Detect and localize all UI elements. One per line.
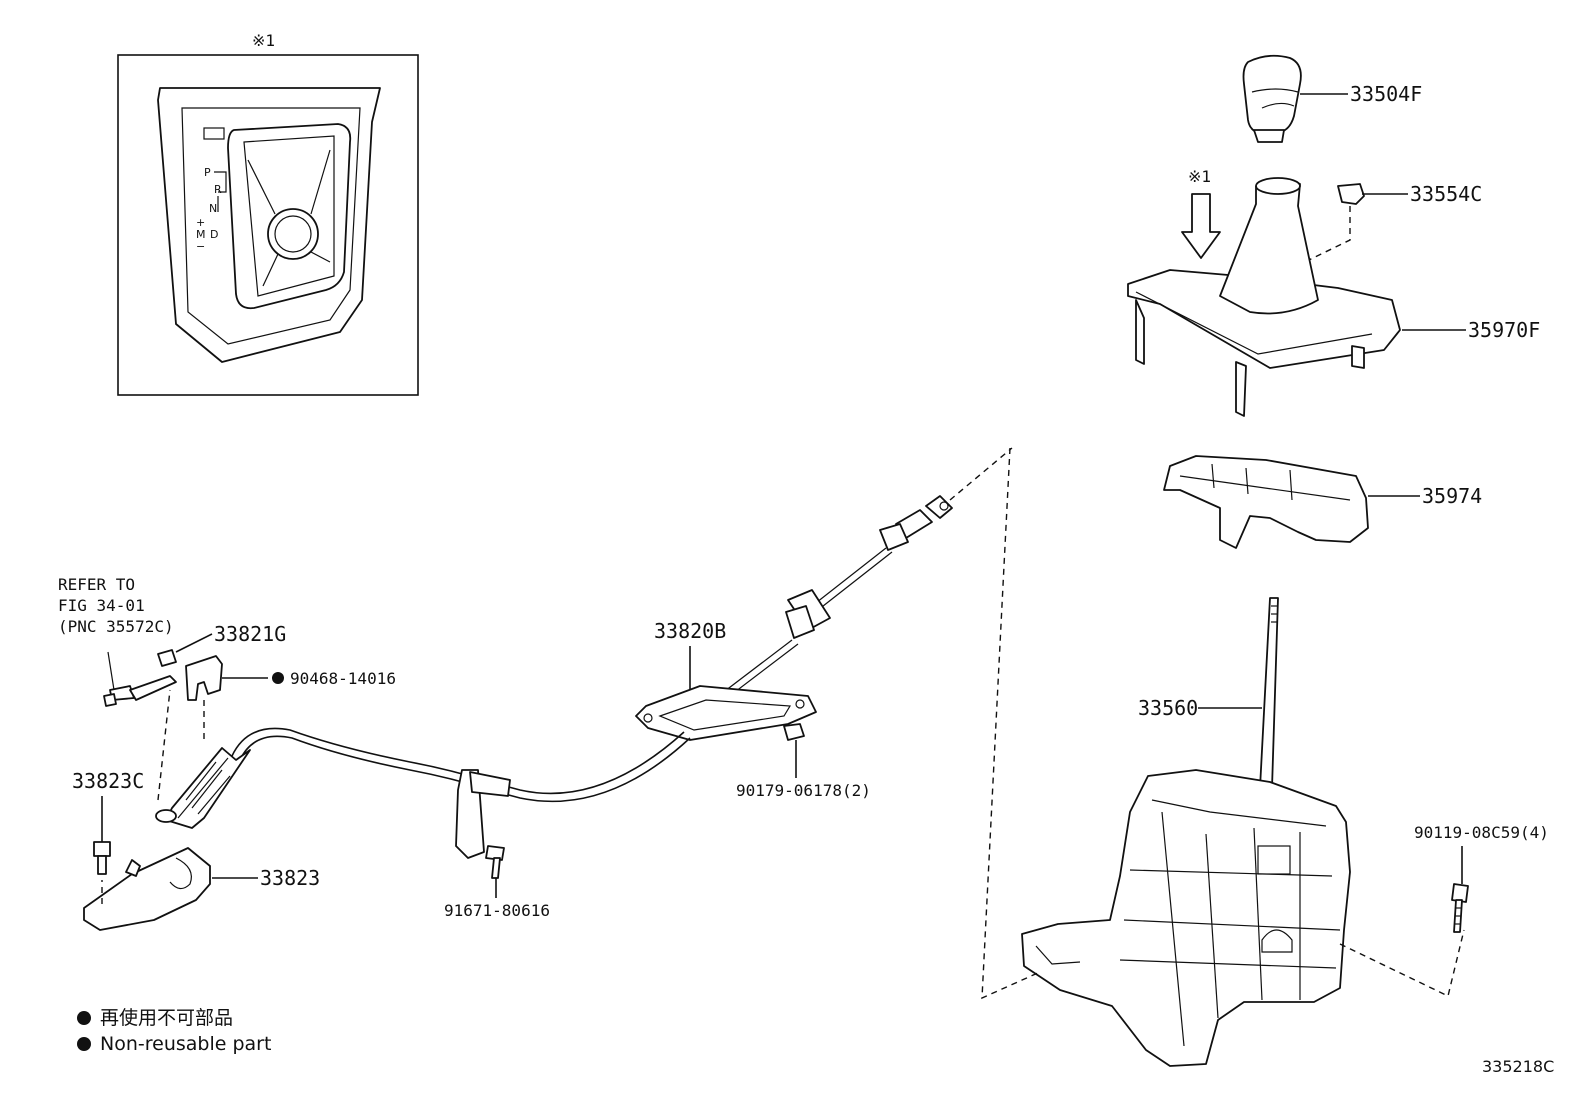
clip-part: 33554C [1259, 182, 1482, 319]
refer-line-1: REFER TO [58, 575, 135, 594]
label-35970f: 35970F [1468, 318, 1540, 342]
view-arrow: ※1 [1181, 167, 1221, 259]
shift-cable: 33820B [231, 447, 1013, 859]
label-marker-arrow: ※1 [1188, 167, 1211, 186]
label-33823: 33823 [260, 866, 320, 890]
gate-letter-minus: − [196, 240, 205, 253]
inset-indicator-window [203, 127, 225, 140]
label-33821g: 33821G [214, 622, 286, 646]
refer-line-2: FIG 34-01 [58, 596, 145, 615]
legend: 再使用不可部品 Non-reusable part [77, 1007, 271, 1055]
legend-item-en: Non-reusable part [100, 1033, 271, 1055]
label-90119-08c59: 90119-08C59(4) [1414, 823, 1549, 842]
gate-letter-n: N [209, 202, 217, 215]
nonreusable-dot-icon [272, 672, 284, 684]
label-91671-80616: 91671-80616 [444, 901, 550, 920]
label-90468-14016: 90468-14016 [290, 669, 396, 688]
label-33823c: 33823C [72, 769, 144, 793]
legend-dot-icon [77, 1011, 91, 1025]
cable-end-boot [155, 747, 251, 829]
gate-letter-d: D [210, 228, 218, 241]
label-90179-06178: 90179-06178(2) [736, 781, 871, 800]
gate-letter-r: R [214, 183, 222, 196]
view-arrow-icon [1181, 193, 1221, 259]
cable-grommet-plate [635, 685, 817, 741]
boot-panel: 35970F [1127, 177, 1540, 417]
bracket-bolt: 33823C [72, 689, 171, 875]
gate-letter-m: M [196, 228, 206, 241]
retainer-clip [185, 655, 223, 701]
inset-view: ※1 P R N D + M − [117, 31, 419, 396]
legend-item-ja: 再使用不可部品 [100, 1007, 233, 1029]
cable-nut: 90179-06178(2) [736, 723, 871, 800]
gate-letter-plus: + [196, 216, 205, 229]
inset-marker: ※1 [252, 31, 275, 50]
retainer-assembly: 33821G 90468-14016 REFER TO FIG 34-01 (P… [58, 575, 396, 744]
label-33560: 33560 [1138, 696, 1198, 720]
retainer-nut [157, 649, 177, 667]
label-33820b: 33820B [654, 619, 726, 643]
figure-id: 335218C [1482, 1057, 1554, 1076]
cable-bracket: 33823 [83, 847, 320, 931]
label-35974: 35974 [1422, 484, 1482, 508]
shift-lever-assembly: 33560 [981, 447, 1465, 1067]
label-33554c: 33554C [1410, 182, 1482, 206]
refer-line-3: (PNC 35572C) [58, 617, 174, 636]
indicator-housing: 35974 [1163, 455, 1482, 549]
legend-dot-icon [77, 1037, 91, 1051]
gate-letter-p: P [204, 166, 211, 179]
clamp-bolt: 91671-80616 [444, 845, 550, 920]
housing-bolt: 90119-08C59(4) [1414, 823, 1549, 933]
label-33504f: 33504F [1350, 82, 1422, 106]
shift-knob: 33504F [1242, 54, 1422, 143]
